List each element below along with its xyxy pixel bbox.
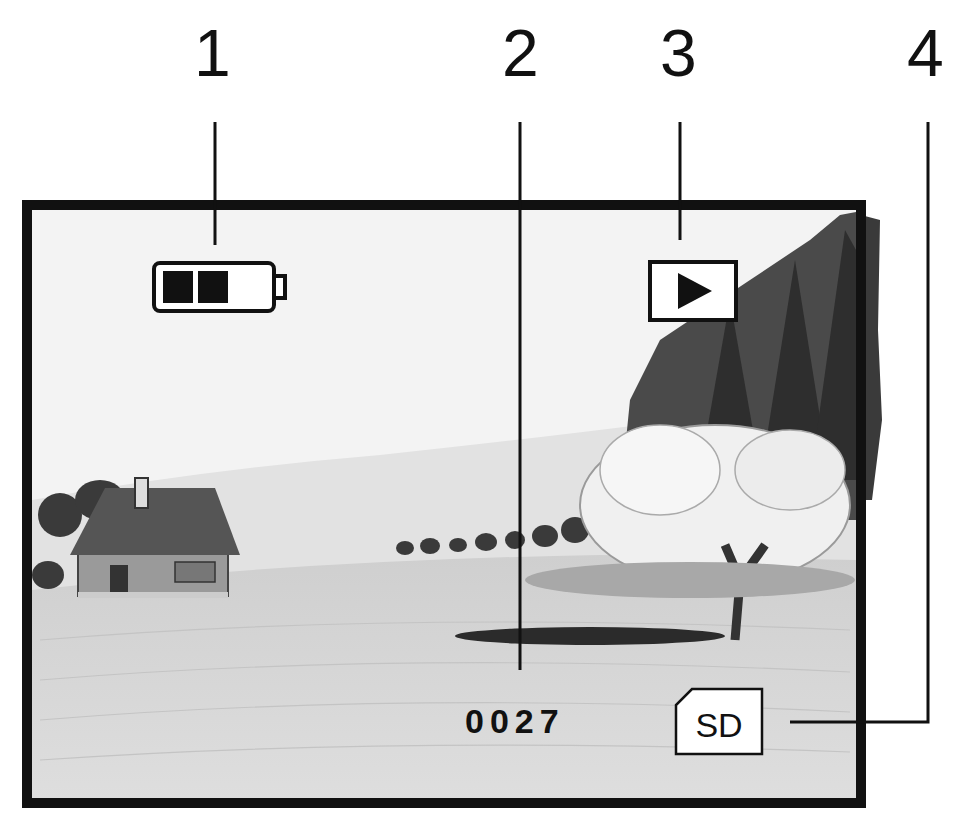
playback-icon: [650, 262, 736, 320]
image-counter: 0027: [465, 704, 565, 738]
battery-icon: [154, 263, 285, 311]
sd-label: SD: [695, 708, 742, 742]
landscape-photo: [32, 210, 856, 798]
callout-number: 4: [907, 20, 944, 86]
callout-number: 3: [660, 20, 697, 86]
sd-card-icon: SD: [675, 688, 763, 755]
callout-number: 2: [502, 20, 539, 86]
callout-number: 1: [194, 20, 231, 86]
screen-frame: [27, 205, 861, 803]
leader-lines: [215, 122, 928, 722]
